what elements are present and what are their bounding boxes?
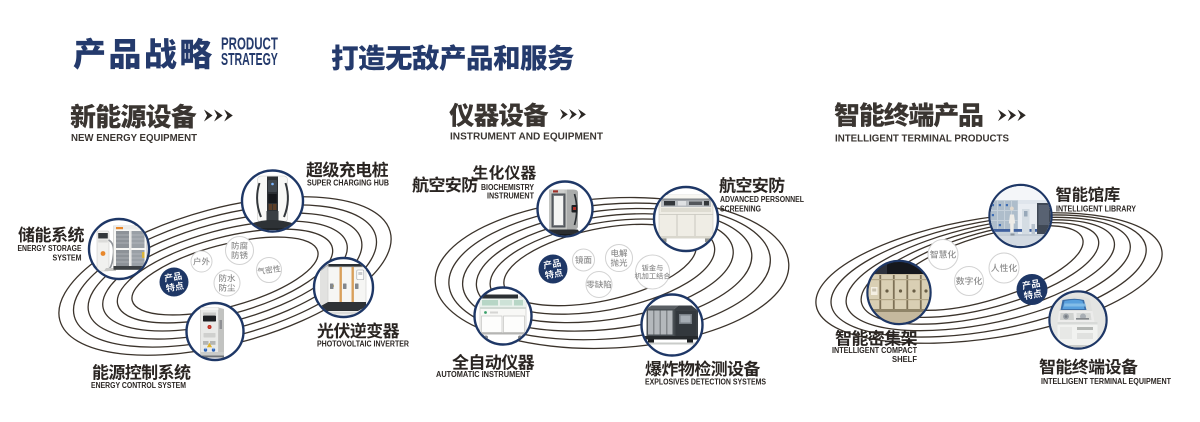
svg-text:ENERGY STORAGE: ENERGY STORAGE xyxy=(18,243,82,253)
svg-text:SUPER CHARGING HUB: SUPER CHARGING HUB xyxy=(307,178,389,188)
svg-text:AUTOMATIC INSTRUMENT: AUTOMATIC INSTRUMENT xyxy=(436,369,531,379)
svg-text:PHOTOVOLTAIC INVERTER: PHOTOVOLTAIC INVERTER xyxy=(317,339,410,349)
svg-text:INTELLIGENT TERMINAL EQUIPMENT: INTELLIGENT TERMINAL EQUIPMENT xyxy=(1041,376,1172,386)
svg-text:ADVANCED PERSONNEL: ADVANCED PERSONNEL xyxy=(720,195,804,204)
svg-text:INSTRUMENT: INSTRUMENT xyxy=(487,192,534,201)
svg-text:SCREENING: SCREENING xyxy=(720,205,761,214)
svg-text:PRODUCT: PRODUCT xyxy=(221,35,278,55)
svg-text:SHELF: SHELF xyxy=(892,354,917,364)
svg-text:INSTRUMENT AND EQUIPMENT: INSTRUMENT AND EQUIPMENT xyxy=(450,131,604,143)
svg-text:INTELLIGENT TERMINAL PRODUCTS: INTELLIGENT TERMINAL PRODUCTS xyxy=(835,133,1009,145)
svg-text:NEW ENERGY EQUIPMENT: NEW ENERGY EQUIPMENT xyxy=(71,132,198,144)
svg-text:BIOCHEMISTRY: BIOCHEMISTRY xyxy=(481,183,535,192)
svg-text:SYSTEM: SYSTEM xyxy=(53,253,82,263)
svg-text:STRATEGY: STRATEGY xyxy=(221,50,278,70)
svg-text:EXPLOSIVES DETECTION SYSTEMS: EXPLOSIVES DETECTION SYSTEMS xyxy=(645,377,766,387)
svg-text:INTELLIGENT LIBRARY: INTELLIGENT LIBRARY xyxy=(1056,205,1137,214)
svg-text:ENERGY CONTROL SYSTEM: ENERGY CONTROL SYSTEM xyxy=(91,380,186,390)
svg-text:INTELLIGENT COMPACT: INTELLIGENT COMPACT xyxy=(832,345,918,355)
